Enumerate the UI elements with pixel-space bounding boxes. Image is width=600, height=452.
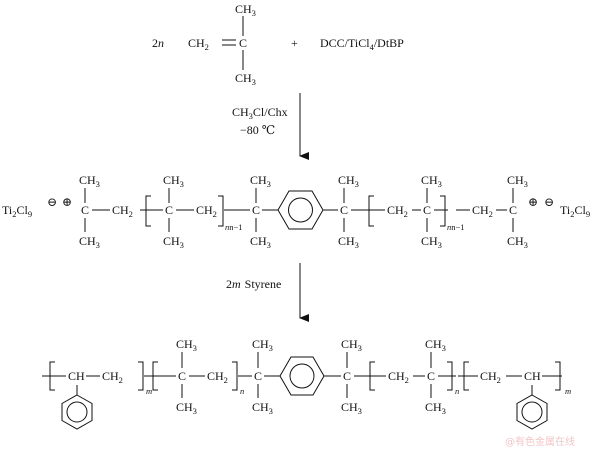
phenyl-ring-left: [61, 394, 93, 430]
monomer-carbon: C: [239, 36, 247, 50]
methylene: CH2: [207, 369, 228, 385]
methylene: CH2: [112, 203, 133, 219]
carbon: C: [165, 203, 173, 217]
repeat-bracket-right-close: [440, 195, 446, 227]
ps-bracket-right-close: [555, 361, 561, 391]
repeat-count-left: nn−1: [225, 222, 243, 232]
cation-charge-right: ⊕: [528, 195, 538, 209]
methyl: CH3: [176, 337, 197, 353]
methyl: CH3: [250, 173, 271, 189]
repeat-m-left: m: [146, 386, 152, 396]
benzene-aromatic-circle: [288, 197, 313, 223]
carbon: C: [340, 203, 348, 217]
repeat-n-left: n: [240, 386, 244, 396]
anion-charge-left: ⊖: [47, 195, 57, 209]
methylene: CH2: [387, 203, 408, 219]
repeat-n-right: n: [455, 386, 459, 396]
methyl: CH3: [79, 173, 100, 189]
carbon: C: [427, 369, 435, 383]
repeat-bracket-right-open: [368, 195, 374, 227]
methylene: CH2: [480, 369, 501, 385]
carbon: C: [252, 203, 260, 217]
carbon: C: [423, 203, 431, 217]
carbon-end: C: [509, 203, 517, 217]
initiator-system: DCC/TiCl4/DtBP: [320, 36, 404, 52]
methyl: CH3: [250, 234, 271, 250]
carbon-1: C: [81, 203, 89, 217]
plus-sign: +: [291, 36, 298, 50]
phenyl-ring-right: [516, 394, 548, 430]
repeat-m-right: m: [565, 386, 571, 396]
reaction-arrow-1: CH3Cl/Chx −80 ℃: [232, 93, 309, 160]
methyl: CH3: [421, 173, 442, 189]
carbon: C: [254, 369, 262, 383]
counter-ion-left: Ti2Cl9: [2, 203, 32, 219]
phenyl-aromatic-right: [521, 401, 543, 423]
benzene-ring-product: [279, 356, 325, 396]
carbon: C: [178, 369, 186, 383]
svg-text:2n: 2n: [152, 36, 164, 50]
counter-ion-right: Ti2Cl9: [560, 203, 590, 219]
methyl: CH3: [79, 234, 100, 250]
methyl: CH3: [425, 337, 446, 353]
methylene: CH2: [102, 369, 123, 385]
monomer-methyl-top: CH3: [235, 2, 256, 18]
methine-right: CH: [524, 369, 541, 383]
coefficient-var: n: [158, 36, 164, 50]
methine-left: CH: [68, 369, 85, 383]
conditions-temperature: −80 ℃: [240, 123, 275, 137]
methyl: CH3: [176, 400, 197, 416]
pib-bracket-right-open: [369, 361, 375, 391]
intermediate-structure: Ti2Cl9 ⊖ ⊕ C CH3 CH3 CH2 C CH3 CH3 CH2 n…: [2, 173, 590, 250]
repeat-bracket-left-close: [218, 195, 224, 227]
methyl: CH3: [252, 337, 273, 353]
benzene-aromatic-product: [289, 363, 315, 389]
methyl: CH3: [163, 173, 184, 189]
phenyl-aromatic-left: [66, 401, 88, 423]
pib-bracket-left-close: [232, 361, 238, 391]
methyl: CH3: [338, 173, 359, 189]
ps-bracket-left-close: [138, 361, 144, 391]
repeat-bracket-left-open: [145, 195, 151, 227]
conditions-solvent: CH3Cl/Chx: [232, 105, 288, 121]
methyl: CH3: [338, 234, 359, 250]
methyl: CH3: [425, 400, 446, 416]
carbon: C: [343, 369, 351, 383]
methylene: CH2: [472, 203, 493, 219]
watermark-text: @有色金属在线: [505, 435, 575, 448]
benzene-ring-intermediate: [277, 190, 324, 230]
anion-charge-right: ⊖: [544, 195, 554, 209]
monomer-ch2: CH2: [188, 36, 209, 52]
coefficient: 2: [152, 36, 158, 50]
methyl: CH3: [341, 337, 362, 353]
product-structure: CH CH2 m C CH3 CH3 CH2 n C CH3 CH3 C: [42, 337, 571, 430]
methyl: CH3: [341, 400, 362, 416]
reaction-1: 2n CH2 C CH3 CH3 + DCC/TiCl4/DtBP: [152, 2, 404, 87]
methyl: CH3: [163, 234, 184, 250]
methyl: CH3: [421, 234, 442, 250]
methyl: CH3: [507, 173, 528, 189]
methyl: CH3: [507, 234, 528, 250]
methylene: CH2: [196, 203, 217, 219]
methylene: CH2: [388, 369, 409, 385]
cation-charge-left: ⊕: [62, 195, 72, 209]
methyl: CH3: [252, 400, 273, 416]
monomer-methyl-bottom: CH3: [235, 71, 256, 87]
pib-bracket-right-close: [447, 361, 453, 391]
repeat-count-right: nn−1: [447, 222, 465, 232]
